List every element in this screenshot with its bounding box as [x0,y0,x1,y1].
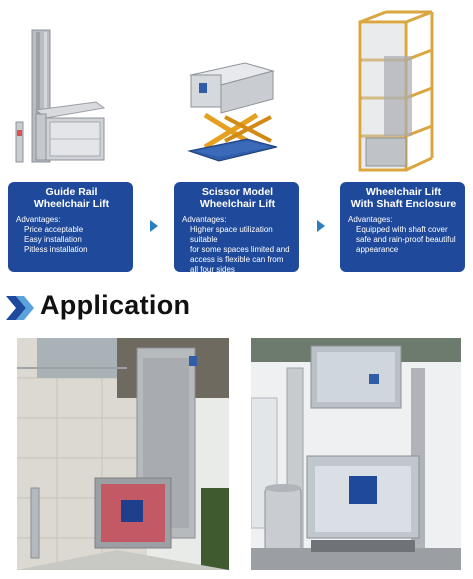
advantage-item: Higher space utilization suitable [190,225,273,244]
chevron-right-icon [317,220,325,232]
title-line-1: Wheelchair Lift [365,186,442,198]
product-card-scissor: Scissor Model Wheelchair Lift Advantages… [174,182,299,275]
advantage-item: Easy installation [24,235,82,244]
double-chevron-icon [6,296,34,320]
title-line-2: With Shaft Enclosure [350,198,457,210]
advantages-list: Higher space utilization suitable for so… [182,225,293,275]
advantages-label: Advantages: [182,215,227,224]
application-photo-indoor [251,338,461,570]
guide-rail-lift-illustration [15,29,106,163]
title-line-1: Guide Rail [45,186,98,198]
advantages-label: Advantages: [348,215,393,224]
outdoor-lift-photo [17,338,229,570]
indoor-lift-photo [251,338,461,570]
product-card-shaft-enclosure: Wheelchair Lift With Shaft Enclosure Adv… [340,182,465,272]
advantage-item: all four sides [190,265,235,274]
advantage-item: safe and rain-proof beautiful [356,235,456,244]
chevron-right-icon [150,220,158,232]
advantages-list: Equipped with shaft cover safe and rain-… [348,225,459,255]
advantage-item: Price acceptable [24,225,84,234]
title-line-2: Wheelchair Lift [199,198,276,210]
advantage-item: Equipped with shaft cover [356,225,448,234]
shaft-enclosure-illustration [358,10,434,172]
advantage-item: Pitless installation [24,245,88,254]
product-card-title: Wheelchair Lift With Shaft Enclosure [348,186,459,210]
scissor-lift-illustration [187,62,278,162]
advantage-item: for some spaces limited and [190,245,290,254]
product-card-title: Scissor Model Wheelchair Lift [182,186,293,210]
product-card-title: Guide Rail Wheelchair Lift [16,186,127,210]
product-card-guide-rail: Guide Rail Wheelchair Lift Advantages: P… [8,182,133,272]
application-photo-outdoor [17,338,229,570]
advantages-list: Price acceptable Easy installation Pitle… [16,225,127,255]
advantage-item: access is flexible can from [190,255,284,264]
title-line-1: Scissor Model [201,186,274,198]
section-title: Application [40,290,191,320]
advantages-label: Advantages: [16,215,61,224]
title-line-2: Wheelchair Lift [33,198,110,210]
advantage-item: appearance [356,245,399,254]
